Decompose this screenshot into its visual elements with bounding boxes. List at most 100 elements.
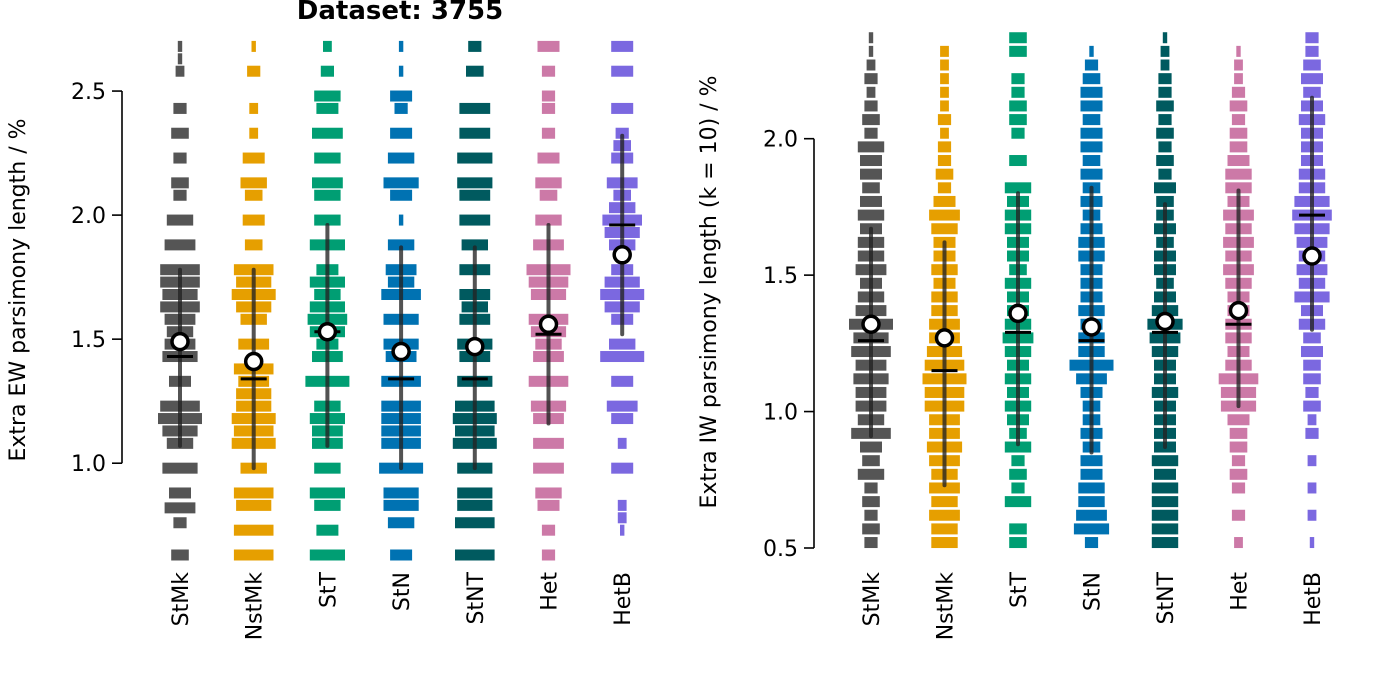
violin-bin [390,549,413,561]
violin-bin [617,437,627,449]
violin-bin [864,100,878,112]
violin-bin [940,45,949,57]
violin-bin [320,65,334,77]
violin-bin [312,127,343,139]
violin-bin [1078,482,1105,494]
violin-bin [1303,373,1321,385]
violin-bin [457,177,493,189]
violin-Het [1218,45,1259,549]
violin-bin [1156,155,1174,167]
violin-bin [383,177,419,189]
violin-bin [164,502,196,514]
y-tick-label: 1.5 [763,264,798,289]
violin-bin [1158,86,1172,98]
violin-bin [1156,127,1174,139]
violin-bin [1227,155,1250,167]
violin-bin [860,195,882,207]
violin-bin [309,487,345,499]
violin-bin [611,65,634,77]
violin-bin [931,496,958,508]
violin-StT [305,40,350,561]
violin-bin [175,65,185,77]
violin-bin [864,509,878,521]
violin-bin [177,40,183,52]
violin-bin [1154,468,1176,480]
violin-bin [461,239,488,251]
mean-marker [243,351,264,372]
violin-bin [1151,482,1179,494]
violin-bin [1234,73,1243,85]
violin-bin [242,152,265,164]
violin-bin [1234,59,1243,71]
mean-marker [1155,311,1175,332]
violin-bin [535,214,562,226]
y-tick-label: 1.0 [763,401,798,426]
violin-StN [379,40,424,561]
violin-bin [862,496,880,508]
violin-bin [1156,100,1174,112]
violin-bin [1076,509,1107,521]
violin-bin [931,537,958,549]
violin-bin [1004,182,1032,194]
violin-bin [1305,386,1319,398]
violin-bin [1080,127,1103,139]
violin-NstMk [231,40,276,561]
violin-bin [1011,86,1025,98]
violin-bin [171,177,189,189]
x-tick-label: StN [390,572,415,611]
violin-bin [457,499,493,511]
violin-bin [866,86,876,98]
violin-bin [539,189,558,201]
violin-bin [244,239,263,251]
violin-bin [868,32,874,44]
x-tick-label: NstMk [243,572,268,641]
violin-bin [1305,427,1319,439]
violin-bin [1162,32,1168,44]
violin-bin [249,102,259,114]
y-axis-label: Extra IW parsimony length (k = 10) / % [697,76,722,509]
violin-bin [1151,496,1179,508]
violin-bin [931,523,958,535]
y-tick-label: 1.0 [71,452,106,477]
mean-marker [317,321,338,342]
violin-bin [1231,114,1246,126]
violin-bin [249,127,259,139]
mean-marker [1302,246,1322,266]
right-panel: Extra IW parsimony length (k = 10) / % 0… [697,32,1332,640]
violin-bin [1229,441,1248,453]
violin-bin [537,499,560,511]
violin-bin [1084,59,1099,71]
violin-bin [390,189,413,201]
x-tick-label: StN [1081,572,1106,611]
violin-bin [247,65,261,77]
violin-bin [1229,468,1248,480]
x-tick-label: StMk [169,572,194,627]
x-tick-label: StT [1007,571,1032,608]
violin-bin [1307,455,1317,467]
violin-StNT [1147,32,1183,549]
violin-bin [1089,45,1094,57]
x-tick-label: StNT [1154,571,1179,624]
violin-bin [1303,59,1321,71]
left-panel: Dataset: 3755 Extra EW parsimony length … [6,0,645,641]
violin-bin [1305,32,1319,44]
violin-bin [611,375,634,387]
violin-bin [1307,482,1317,494]
x-tick-label: StMk [860,572,885,627]
violin-bin [1009,523,1027,535]
violin-bin [314,152,341,164]
violin-bin [398,40,404,52]
x-tick-label: Het [538,572,563,611]
violin-bin [611,462,634,474]
violin-bin [398,65,404,77]
violin-Het [526,40,571,561]
violin-bin [1158,168,1172,180]
violin-bin [541,549,556,561]
violin-bin [535,487,562,499]
violin-bin [541,127,556,139]
violin-bin [1229,141,1248,153]
violin-bin [1305,45,1319,57]
violin-bin [459,127,491,139]
violin-StT [1002,32,1034,549]
violin-bin [309,549,345,561]
